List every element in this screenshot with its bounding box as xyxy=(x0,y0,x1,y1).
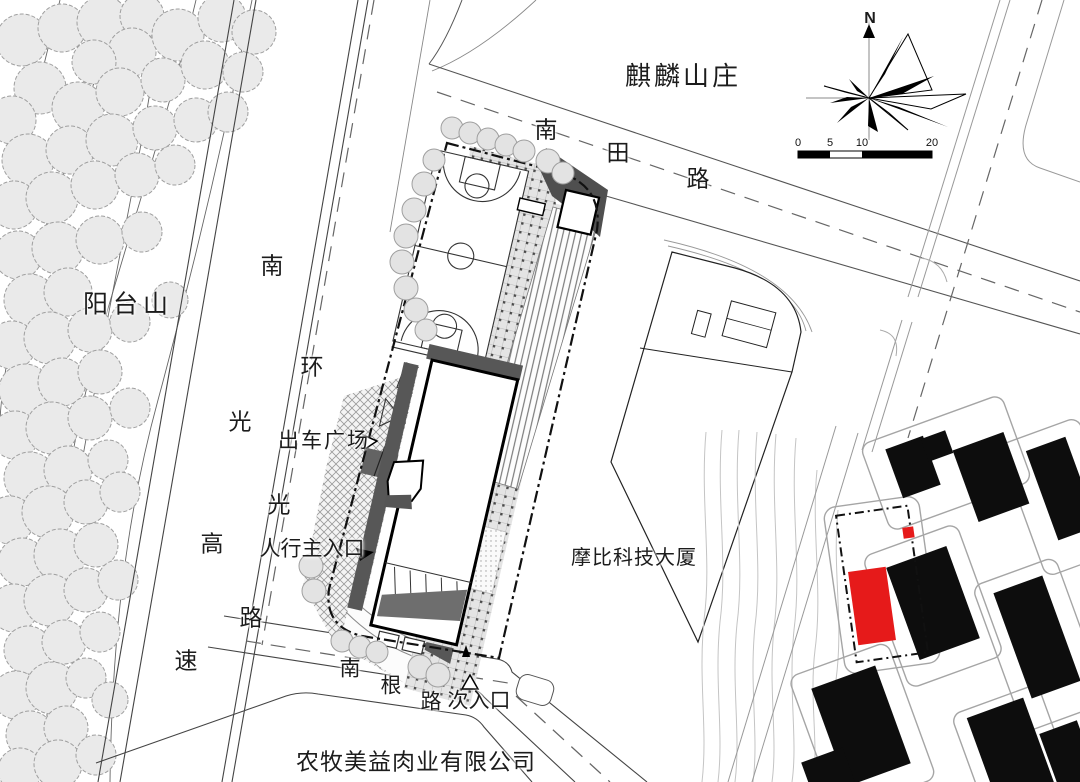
keymap-site-building-red xyxy=(848,566,896,646)
keymap-road xyxy=(727,425,859,782)
gatehouse xyxy=(556,188,601,236)
label-qilin-villa: 麒麟山庄 xyxy=(624,61,742,91)
building-shadow xyxy=(426,344,524,381)
mobi-tower-block xyxy=(610,239,813,644)
huanguang-road xyxy=(261,0,431,646)
site-trees xyxy=(298,116,575,688)
label-main-pedestrian-entrance: 人行主入口 xyxy=(259,537,365,561)
label-exit-plaza: 出车广场 xyxy=(278,429,370,453)
east-vertical-road xyxy=(861,0,1080,453)
road-huanguang-char-1: 环 xyxy=(300,353,324,380)
main-building xyxy=(369,344,524,664)
scale-bar xyxy=(797,150,933,159)
road-huanguang-char-2: 光 xyxy=(267,491,291,518)
nanguang-expressway xyxy=(97,0,369,782)
scalebar-tick-20: 20 xyxy=(925,137,939,149)
exit-plaza-marker-icon xyxy=(362,433,379,451)
secondary-entrance-marker-icon xyxy=(460,673,480,690)
keymap-site xyxy=(834,504,930,664)
road-nanguang-char-3: 高 xyxy=(200,530,224,557)
label-mobi-tower: 摩比科技大厦 xyxy=(571,547,697,569)
north-arrow-windrose xyxy=(806,14,967,140)
meat-company-block xyxy=(95,692,533,782)
label-meat-company: 农牧美益肉业有限公司 xyxy=(296,748,536,775)
label-secondary-entrance: 次入口 xyxy=(447,689,511,713)
scalebar-tick-10: 10 xyxy=(855,137,869,149)
scalebar-tick-0: 0 xyxy=(794,137,802,149)
north-gate xyxy=(516,197,547,217)
road-nanguang-char-2: 光 xyxy=(228,408,252,435)
road-nangen-char-1: 南 xyxy=(339,657,361,681)
road-nantian-char-2: 田 xyxy=(606,139,630,166)
main-entrance-arrow-icon xyxy=(356,548,374,561)
nantian-road xyxy=(428,0,1080,335)
road-nangen-char-2: 根 xyxy=(380,674,402,698)
road-huanguang-char-3: 路 xyxy=(239,604,263,631)
bowtie-equipment xyxy=(378,397,401,428)
site-boundary xyxy=(327,141,599,660)
road-nantian-char-3: 路 xyxy=(686,165,710,192)
west-wall-shadow xyxy=(347,362,419,611)
label-yangtai-mountain: 阳台山 xyxy=(82,290,174,319)
scalebar-tick-5: 5 xyxy=(826,137,834,149)
north-label: N xyxy=(864,10,876,27)
interior-shadow xyxy=(376,589,468,621)
road-nantian-char-1: 南 xyxy=(534,116,558,143)
road-nanguang-char-4: 速 xyxy=(174,647,198,674)
road-nangen-char-3: 路 xyxy=(420,690,442,714)
keymap-site-marker-red xyxy=(902,526,915,539)
west-canopy xyxy=(383,459,425,510)
nangen-road xyxy=(207,615,648,782)
walkway-arrow-icon xyxy=(462,645,470,657)
forest-trees xyxy=(0,0,277,782)
keymap-contours xyxy=(701,429,840,782)
road-nanguang-char-1: 南 xyxy=(260,252,284,279)
